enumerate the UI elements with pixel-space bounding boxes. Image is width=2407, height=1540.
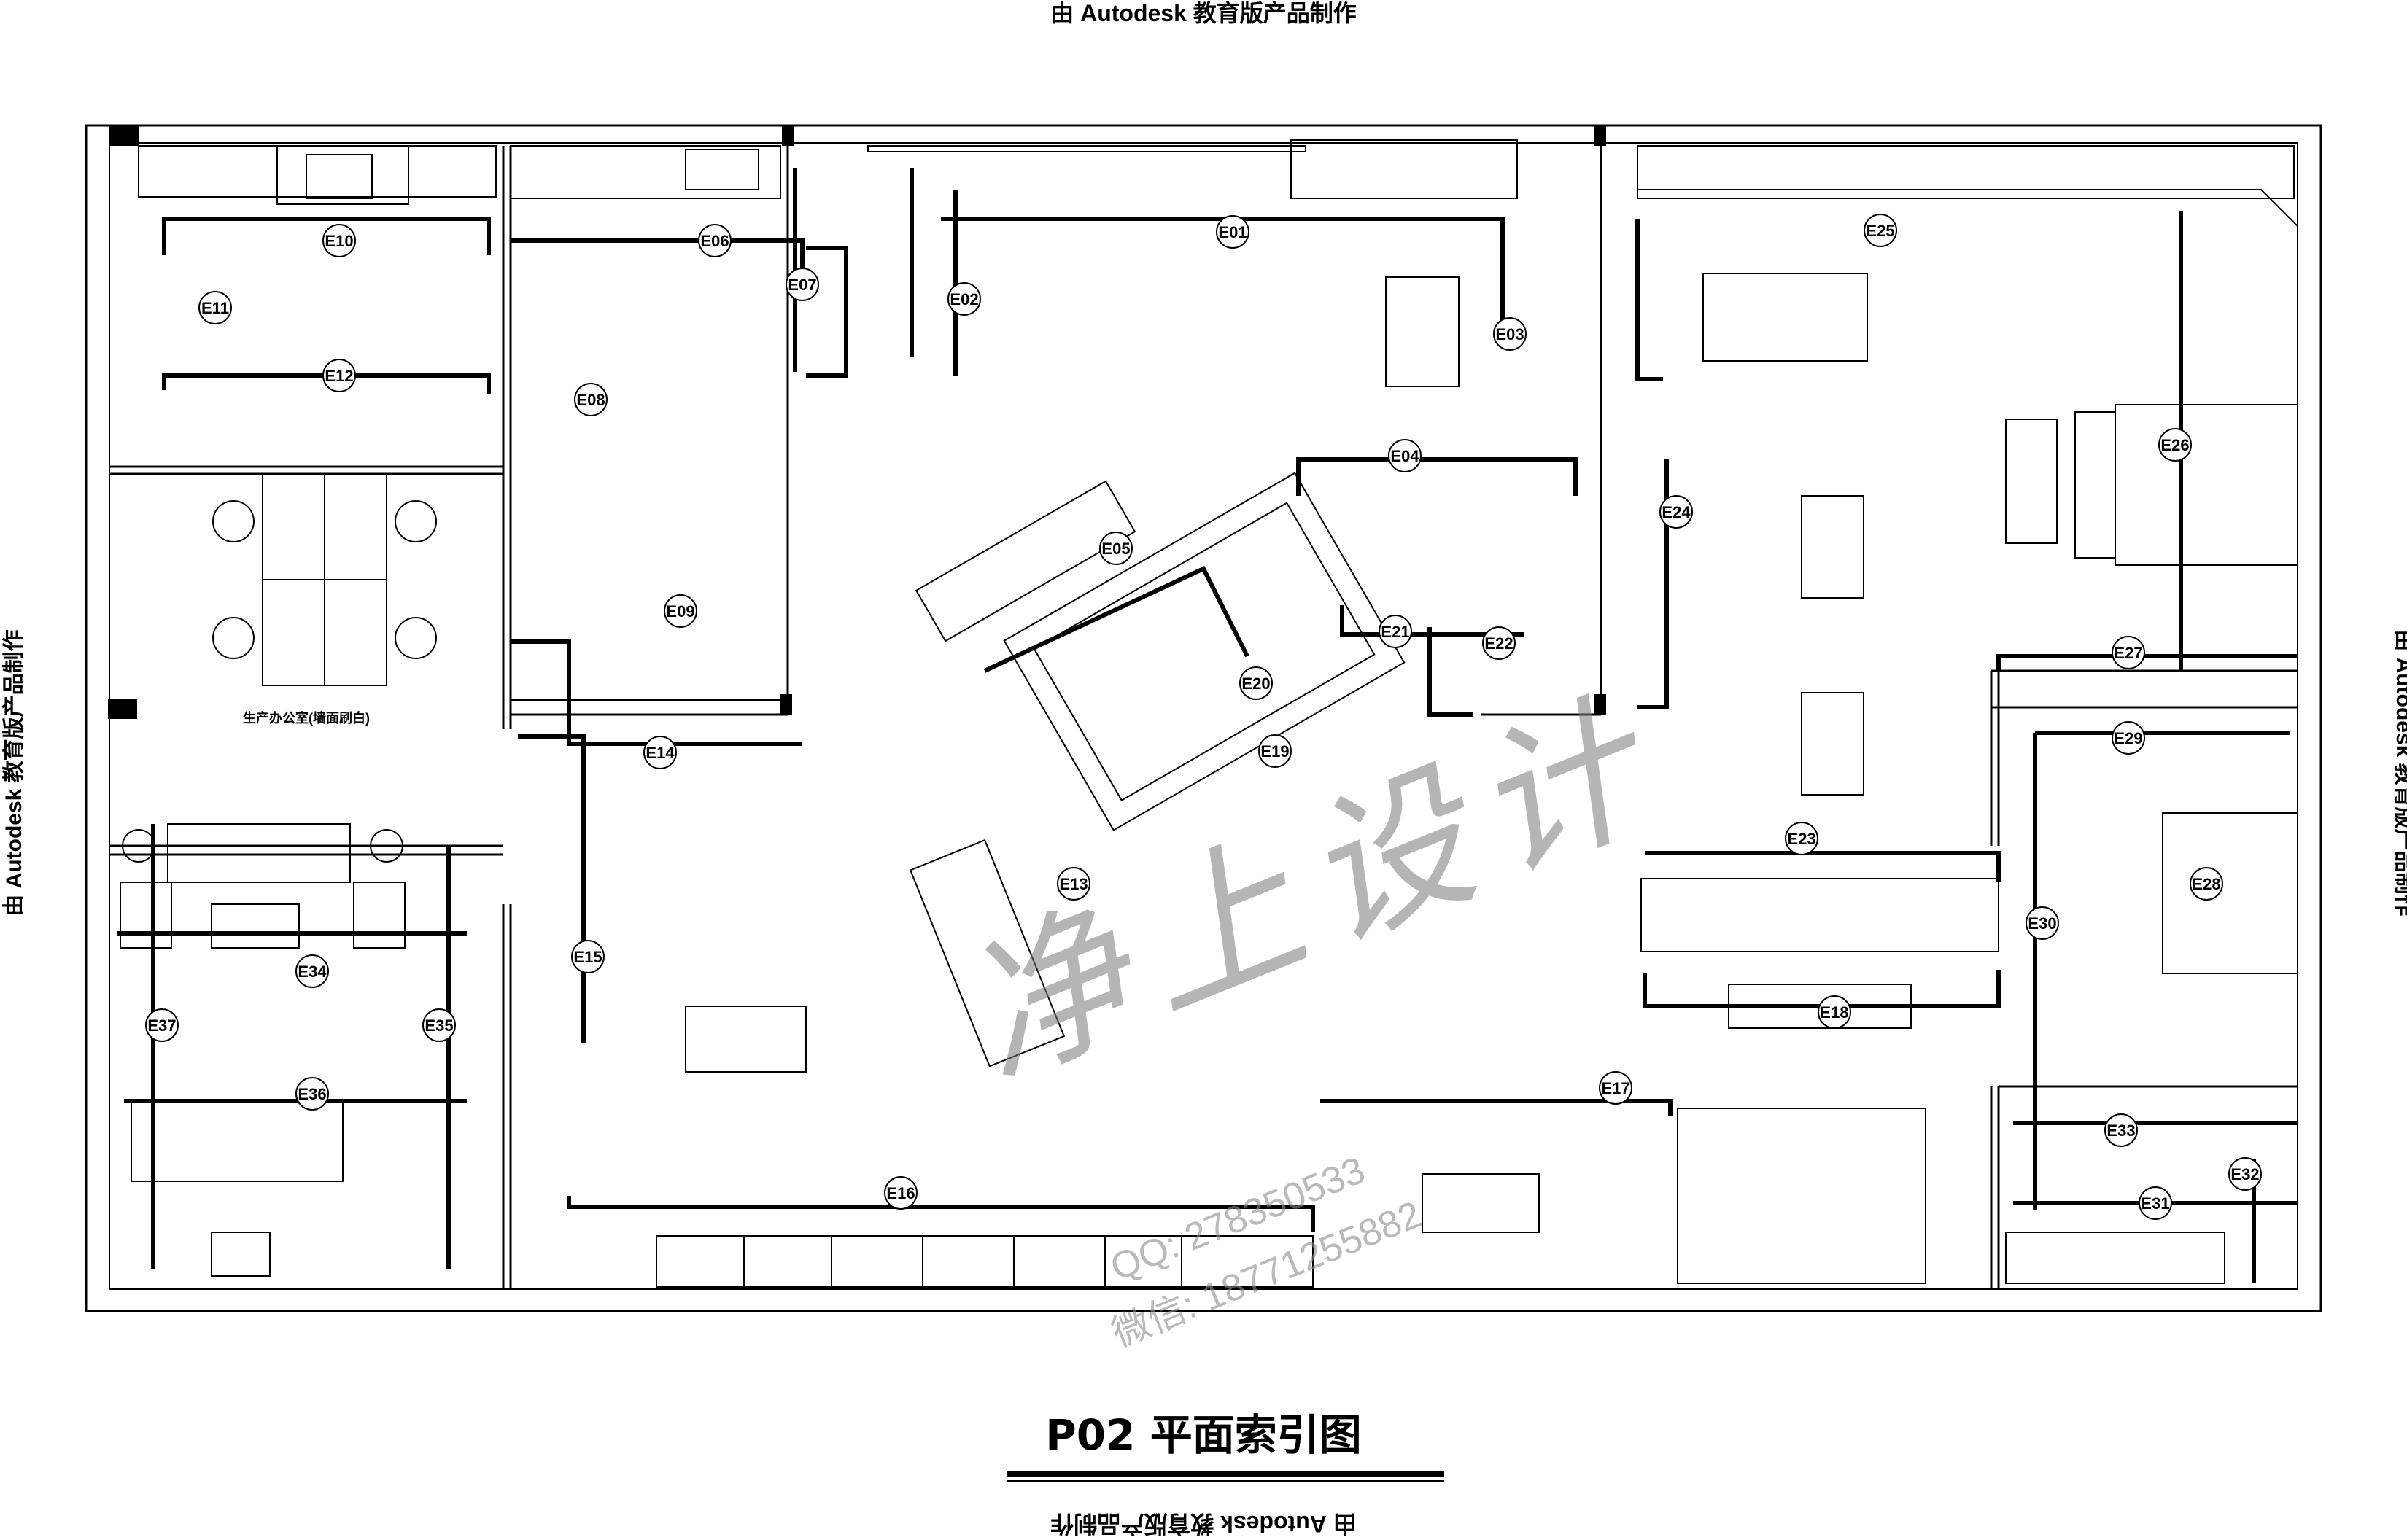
office-furniture (212, 473, 437, 686)
marker-e04[interactable]: E04 (1388, 439, 1422, 472)
marker-e11[interactable]: E11 (198, 291, 232, 324)
marker-e36[interactable]: E36 (295, 1077, 329, 1111)
interior-walls (109, 146, 2298, 1289)
index-markers: E01 E02 E03 E04 E05 E06 E07 E08 E09 E10 … (145, 214, 2262, 1220)
svg-text:E07: E07 (788, 276, 816, 294)
svg-text:E36: E36 (298, 1085, 326, 1103)
svg-text:E04: E04 (1390, 447, 1419, 465)
svg-text:E24: E24 (1662, 503, 1691, 521)
svg-text:E11: E11 (201, 299, 229, 317)
svg-text:E35: E35 (425, 1016, 453, 1035)
svg-text:E18: E18 (1820, 1003, 1848, 1022)
svg-text:E08: E08 (576, 391, 605, 409)
marker-e14[interactable]: E14 (643, 736, 677, 769)
svg-text:E27: E27 (2114, 644, 2142, 662)
rotated-island (915, 472, 1406, 831)
marker-e26[interactable]: E26 (2158, 428, 2192, 462)
marker-e17[interactable]: E17 (1599, 1071, 1632, 1105)
marker-e13[interactable]: E13 (1057, 867, 1090, 901)
marker-e08[interactable]: E08 (574, 383, 608, 416)
marker-e15[interactable]: E15 (571, 940, 605, 973)
marker-e12[interactable]: E12 (322, 359, 356, 392)
svg-text:E12: E12 (325, 367, 353, 385)
marker-e29[interactable]: E29 (2112, 721, 2145, 755)
svg-text:E01: E01 (1218, 223, 1247, 241)
svg-text:E05: E05 (1101, 540, 1130, 558)
marker-e35[interactable]: E35 (422, 1008, 456, 1042)
svg-text:E15: E15 (573, 948, 602, 966)
marker-e18[interactable]: E18 (1818, 995, 1851, 1029)
marker-e28[interactable]: E28 (2190, 867, 2223, 901)
svg-text:E02: E02 (950, 290, 978, 308)
svg-text:E13: E13 (1059, 875, 1088, 893)
page-title: P02 平面索引图 (1045, 1410, 1362, 1460)
svg-text:E09: E09 (666, 602, 694, 621)
marker-e34[interactable]: E34 (295, 954, 329, 988)
svg-text:E32: E32 (2230, 1165, 2259, 1183)
svg-text:E33: E33 (2106, 1121, 2135, 1140)
svg-text:E31: E31 (2141, 1194, 2169, 1213)
svg-text:E28: E28 (2192, 875, 2220, 893)
svg-text:E20: E20 (1241, 674, 1270, 693)
marker-e22[interactable]: E22 (1482, 626, 1516, 660)
title-underline (1007, 1471, 1444, 1482)
marker-e23[interactable]: E23 (1785, 822, 1818, 855)
lounge-furniture (120, 823, 406, 1277)
marker-e09[interactable]: E09 (664, 594, 697, 628)
marker-e25[interactable]: E25 (1864, 214, 1897, 247)
marker-e05[interactable]: E05 (1099, 532, 1133, 565)
marker-e31[interactable]: E31 (2139, 1186, 2172, 1220)
svg-text:E03: E03 (1495, 325, 1524, 343)
index-lines (117, 168, 2298, 1283)
dining-tables (685, 273, 1868, 1233)
marker-e20[interactable]: E20 (1239, 666, 1273, 700)
svg-text:E17: E17 (1601, 1079, 1629, 1097)
marker-e33[interactable]: E33 (2104, 1113, 2138, 1147)
svg-text:E25: E25 (1866, 222, 1894, 240)
svg-text:E16: E16 (886, 1184, 915, 1202)
marker-e30[interactable]: E30 (2026, 906, 2059, 940)
svg-text:E29: E29 (2114, 729, 2142, 747)
svg-text:E37: E37 (147, 1016, 176, 1035)
marker-e27[interactable]: E27 (2112, 636, 2145, 669)
svg-text:E14: E14 (646, 744, 675, 762)
small-island (909, 839, 1066, 1068)
marker-e16[interactable]: E16 (884, 1176, 918, 1210)
watermark-top: 由 Autodesk 教育版产品制作 (1050, 0, 1357, 26)
top-counters (138, 139, 2298, 321)
marker-e07[interactable]: E07 (786, 268, 819, 301)
outer-walls (85, 124, 2322, 1312)
svg-text:E34: E34 (298, 962, 327, 981)
svg-text:E10: E10 (325, 232, 353, 250)
svg-text:E30: E30 (2028, 914, 2056, 933)
svg-text:E26: E26 (2160, 436, 2189, 454)
svg-text:E23: E23 (1787, 830, 1815, 848)
bottom-appliances (656, 1108, 2225, 1288)
marker-e37[interactable]: E37 (145, 1008, 179, 1042)
marker-e32[interactable]: E32 (2228, 1157, 2262, 1191)
marker-e24[interactable]: E24 (1659, 495, 1693, 529)
marker-e10[interactable]: E10 (322, 224, 356, 257)
marker-e01[interactable]: E01 (1216, 215, 1249, 249)
marker-e03[interactable]: E03 (1493, 317, 1527, 351)
svg-text:E21: E21 (1381, 623, 1409, 641)
svg-text:E19: E19 (1260, 742, 1289, 761)
svg-text:E22: E22 (1484, 634, 1513, 653)
room-label: 生产办公室(墙面刷白) (243, 711, 370, 726)
marker-e02[interactable]: E02 (947, 282, 981, 316)
marker-e19[interactable]: E19 (1258, 734, 1292, 768)
svg-text:E06: E06 (700, 232, 729, 250)
beds (2005, 404, 2298, 974)
marker-e21[interactable]: E21 (1379, 615, 1412, 648)
marker-e06[interactable]: E06 (698, 224, 732, 257)
